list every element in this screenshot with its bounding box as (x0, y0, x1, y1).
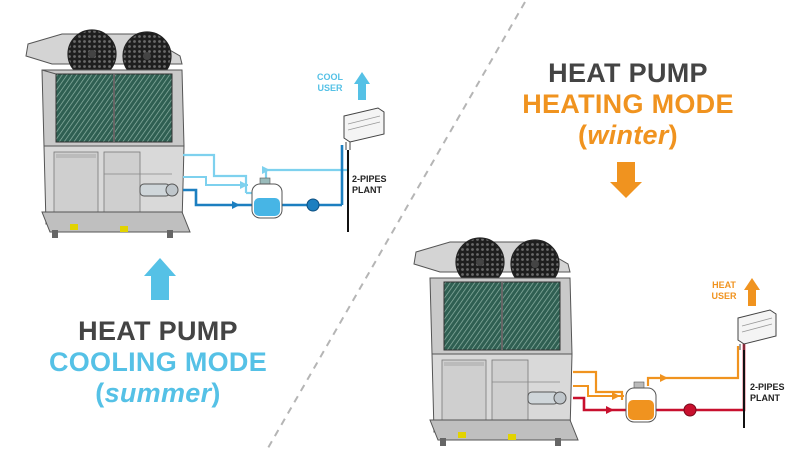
heat-pump-unit-cooling (25, 29, 191, 238)
heating-title: HEAT PUMP (548, 58, 708, 88)
heat-pump-unit-heating (413, 237, 579, 446)
cooling-mode-label: COOLING MODE (48, 347, 268, 377)
plant-line1-cooling: 2-PIPES (352, 174, 387, 184)
cooling-season-open: ( (95, 378, 105, 408)
circulation-pump-cooling (306, 198, 320, 212)
arrow-down-icon (610, 162, 642, 198)
heating-pipes (573, 342, 746, 414)
plant-line2-heating: PLANT (750, 393, 780, 403)
cooling-title: HEAT PUMP (78, 316, 238, 346)
plant-label-heating: 2-PIPES PLANT (750, 382, 798, 404)
heating-mode-label: HEATING MODE (522, 89, 734, 119)
fan-coil-user-heating (737, 309, 777, 350)
arrow-up-small-heat-icon (744, 278, 760, 306)
buffer-tank-cooling (251, 177, 283, 219)
fan-coil-user-cooling (343, 107, 385, 150)
heating-season-label: (winter) (528, 119, 728, 151)
arrow-up-icon (144, 258, 176, 300)
cool-user-line1: COOL (317, 72, 343, 82)
circulation-pump-heating (683, 403, 697, 417)
heating-season-word: winter (587, 120, 669, 150)
plant-label-cooling: 2-PIPES PLANT (352, 174, 400, 196)
heating-season-close: ) (668, 120, 678, 150)
heat-user-line1: HEAT (712, 280, 736, 290)
cool-user-line2: USER (317, 83, 343, 93)
heat-user-line2: USER (711, 291, 737, 301)
arrow-up-small-icon (354, 72, 370, 100)
cool-user-label: COOL USER (312, 72, 348, 94)
cooling-season-word: summer (104, 378, 212, 408)
plant-line2-cooling: PLANT (352, 185, 382, 195)
cooling-season-close: ) (211, 378, 221, 408)
buffer-tank-heating (625, 381, 657, 423)
cooling-season-label: (summer) (58, 377, 258, 409)
heating-season-open: ( (578, 120, 588, 150)
heat-user-label: HEAT USER (706, 280, 742, 302)
plant-line1-heating: 2-PIPES (750, 382, 785, 392)
